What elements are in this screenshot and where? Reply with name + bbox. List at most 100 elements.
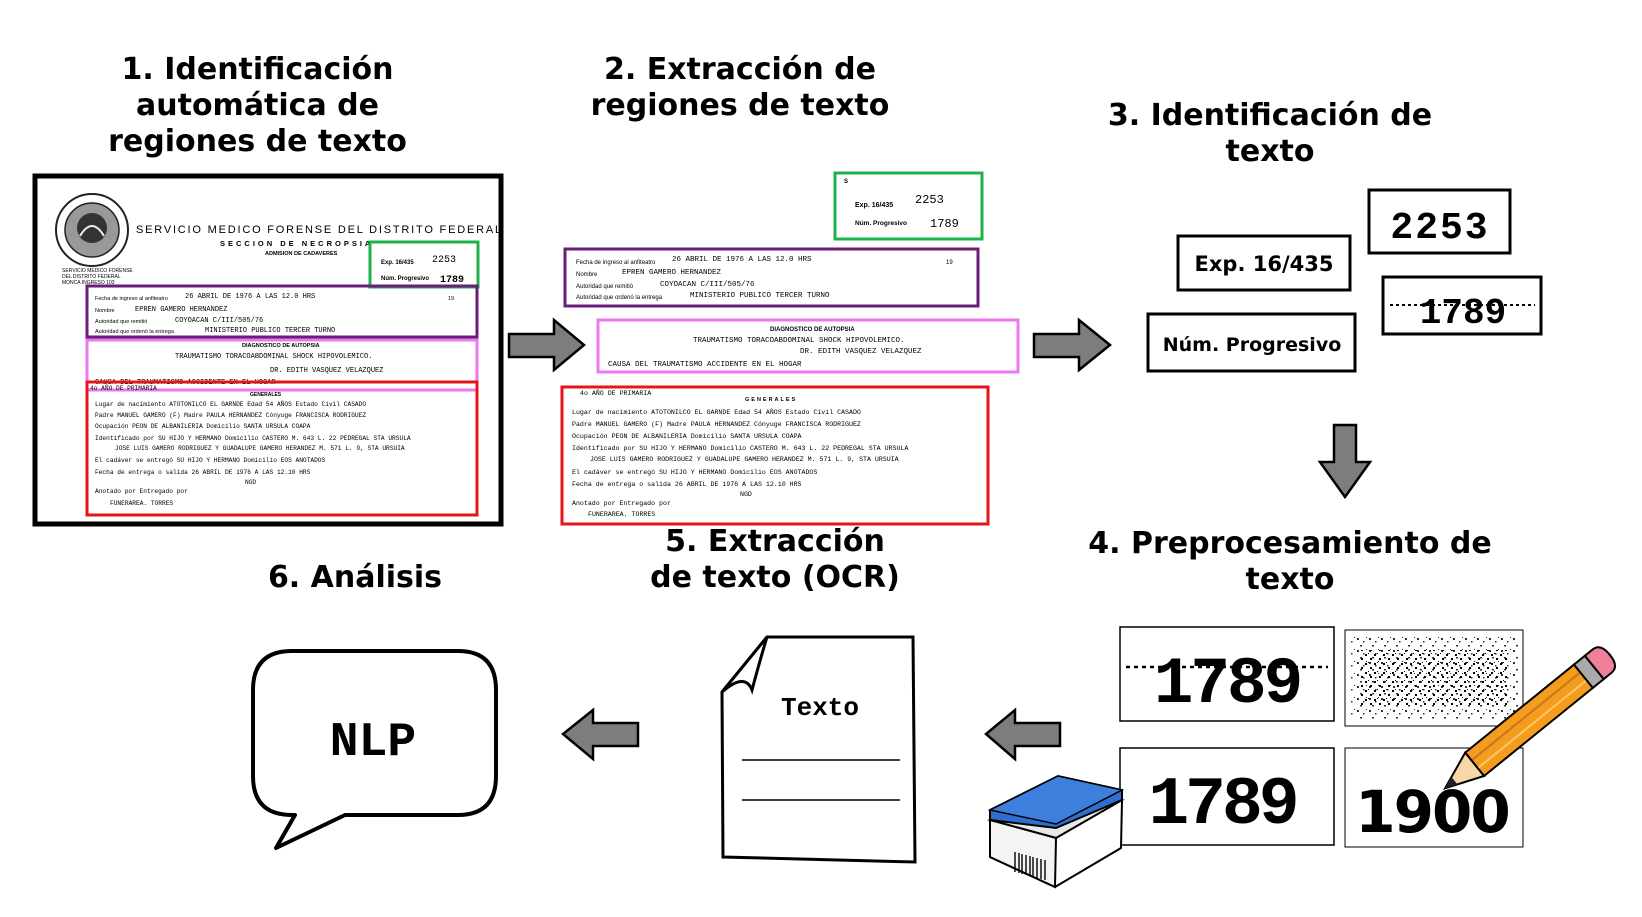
svg-text:2253: 2253	[1390, 207, 1489, 250]
doc-header: SERVICIO MEDICO FORENSE DEL DISTRITO FED…	[136, 224, 503, 236]
svg-text:Autoridad que remitió: Autoridad que remitió	[95, 319, 147, 325]
text-crops: Exp. 16/435 2253 Núm. Progresivo 1789	[1146, 188, 1543, 373]
svg-text:JOSE LUIS GAMERO RODRIGUEZ Y: JOSE LUIS GAMERO RODRIGUEZ Y GUADALUPE G…	[590, 456, 899, 463]
arrow-right-icon	[507, 317, 586, 373]
svg-text:TRAUMATISMO TORACOABDOMINAL: TRAUMATISMO TORACOABDOMINAL SHOCK HIPOVO…	[175, 353, 372, 361]
document-full: SERVICIO MEDICO FORENSE DEL DISTRITO FED…	[32, 173, 504, 527]
svg-text:Padre MANUEL GAMERO (F): Padre MANUEL GAMERO (F) Madre PAULA HERN…	[572, 421, 861, 428]
step-3-title: 3. Identificación de texto	[1107, 98, 1433, 169]
svg-text:1789: 1789	[440, 275, 464, 286]
svg-text:1900: 1900	[1355, 778, 1508, 846]
svg-text:FUNERAREA. TORRES: FUNERAREA. TORRES	[588, 511, 655, 518]
svg-text:S: S	[844, 179, 848, 185]
svg-text:26 ABRIL DE 1976 A LAS 12: 26 ABRIL DE 1976 A LAS 12.0 HRS	[185, 293, 315, 301]
pencil-icon	[1442, 646, 1616, 790]
svg-text:GENERALES: GENERALES	[745, 397, 797, 403]
eraser-icon	[987, 774, 1125, 889]
svg-text:Fecha de entrega o salida 26: Fecha de entrega o salida 26 ABRIL DE 19…	[572, 481, 802, 488]
crop-exp	[1176, 234, 1352, 292]
svg-text:Ocupación PEON DE ALBANILERI: Ocupación PEON DE ALBANILERIA Domicilio …	[572, 433, 802, 440]
svg-text:GENERALES: GENERALES	[250, 392, 282, 398]
svg-text:26 ABRIL DE 1976 A LAS 12: 26 ABRIL DE 1976 A LAS 12.0 HRS	[672, 256, 812, 264]
svg-text:EPREN GAMERO HERNANDEZ: EPREN GAMERO HERNANDEZ	[622, 269, 722, 277]
svg-text:DEL DISTRITO FEDERAL: DEL DISTRITO FEDERAL	[62, 274, 121, 280]
svg-text:Anotado por: Anotado por Entregado por	[95, 488, 188, 495]
preproc-noisy	[1119, 626, 1335, 722]
svg-text:El cadáver se entregó SU HI: El cadáver se entregó SU HIJO Y HERMANO …	[95, 457, 325, 464]
svg-text:Exp. 16/435: Exp. 16/435	[1195, 252, 1334, 276]
region-pink	[85, 338, 479, 392]
seal-caption: SERVICIO MEDICO FORENSE	[62, 268, 133, 274]
svg-text:DR. EDITH VASQUEZ VELAZQUE: DR. EDITH VASQUEZ VELAZQUEZ	[270, 367, 383, 375]
svg-text:Autoridad que ordenó la entreg: Autoridad que ordenó la entrega	[95, 329, 175, 335]
svg-text:Lugar de nacimiento ATOTONIL: Lugar de nacimiento ATOTONILCO EL GARNDE…	[95, 401, 366, 408]
step-4-title: 4. Preprocesamiento de texto	[1088, 526, 1492, 597]
svg-text:Exp. 16/435: Exp. 16/435	[855, 202, 893, 209]
svg-text:TRAUMATISMO TORACOABDOMINAL: TRAUMATISMO TORACOABDOMINAL SHOCK HIPOVO…	[693, 337, 905, 345]
region-purple	[85, 284, 479, 339]
svg-text:4o AÑO DE PRIMARIA: 4o AÑO DE PRIMARIA	[580, 389, 651, 397]
nlp-label: NLP	[330, 716, 416, 770]
svg-text:Anotado por: Anotado por Entregado por	[572, 500, 671, 507]
svg-text:Identificado por SU HIJO Y H: Identificado por SU HIJO Y HERMANO Domic…	[572, 445, 908, 452]
svg-text:Núm. Progresivo: Núm. Progresivo	[1163, 334, 1342, 356]
svg-text:JOSE LUIS GAMERO RODRIGUEZ Y: JOSE LUIS GAMERO RODRIGUEZ Y GUADALUPE G…	[115, 445, 405, 452]
svg-text:Fecha de ingreso al anfiteatro: Fecha de ingreso al anfiteatro	[576, 260, 656, 266]
extracted-red	[560, 385, 990, 526]
svg-text:Autoridad que remitió: Autoridad que remitió	[576, 284, 634, 290]
ocr-text-label: Texto	[781, 693, 859, 723]
svg-text:COYOACAN C/III/505/76: COYOACAN C/III/505/76	[175, 317, 263, 325]
svg-text:1789: 1789	[930, 217, 959, 231]
svg-text:DIAGNOSTICO DE AUTOPSIA: DIAGNOSTICO DE AUTOPSIA	[242, 343, 320, 349]
svg-text:Fecha de entrega o salida 26: Fecha de entrega o salida 26 ABRIL DE 19…	[95, 469, 311, 476]
svg-text:1789: 1789	[1154, 647, 1300, 722]
svg-text:Identificado por SU HIJO Y H: Identificado por SU HIJO Y HERMANO Domic…	[95, 435, 411, 442]
svg-text:1789: 1789	[1420, 293, 1506, 334]
svg-text:Ocupación PEON DE ALBANILERI: Ocupación PEON DE ALBANILERIA Domicilio …	[95, 423, 311, 430]
extracted-regions: S Exp. 16/435 2253 Núm. Progresivo 1789 …	[560, 171, 1020, 526]
svg-text:1789: 1789	[1148, 767, 1295, 844]
svg-text:NGD: NGD	[740, 491, 752, 498]
svg-text:Núm. Progresivo: Núm. Progresivo	[855, 220, 907, 227]
arrow-down-icon	[1317, 423, 1373, 500]
extracted-purple	[563, 247, 980, 308]
svg-text:MINISTERIO PUBLICO TERCER TURN: MINISTERIO PUBLICO TERCER TURNO	[690, 292, 830, 300]
svg-text:2253: 2253	[915, 193, 944, 207]
svg-text:2253: 2253	[432, 255, 456, 266]
svg-text:Fecha de ingreso al anfiteatro: Fecha de ingreso al anfiteatro	[95, 296, 168, 302]
svg-text:Padre MANUEL GAMERO (F): Padre MANUEL GAMERO (F) Madre PAULA HERN…	[95, 412, 366, 419]
svg-text:19: 19	[946, 260, 953, 266]
svg-text:Nombre: Nombre	[576, 272, 598, 278]
crop-prog	[1146, 312, 1357, 373]
svg-text:NGD: NGD	[245, 479, 256, 486]
svg-text:4o AÑO DE PRIMARIA: 4o AÑO DE PRIMARIA	[90, 385, 157, 392]
svg-text:FUNERAREA. TORRES: FUNERAREA. TORRES	[110, 500, 173, 507]
svg-text:El cadáver se entregó SU HI: El cadáver se entregó SU HIJO Y HERMANO …	[572, 469, 817, 476]
extracted-green	[833, 171, 984, 241]
step-5-title: 5. Extracción de texto (OCR)	[650, 524, 900, 595]
seal-icon	[55, 193, 129, 267]
speech-bubble-icon: NLP	[251, 649, 498, 850]
svg-text:MONCA INGRESO 103: MONCA INGRESO 103	[62, 280, 115, 286]
doc-section: SECCION DE NECROPSIA	[220, 239, 373, 248]
svg-text:MINISTERIO PUBLICO TERCER TURN: MINISTERIO PUBLICO TERCER TURNO	[205, 327, 335, 335]
region-red	[85, 380, 479, 517]
red-region-text: 4o AÑO DE PRIMARIA GENERALES Lugar de na…	[90, 385, 411, 507]
svg-text:CAUSA DEL TRAUMATISMO ACCIDE: CAUSA DEL TRAUMATISMO ACCIDENTE EN EL HO…	[608, 361, 802, 369]
arrow-right-icon	[1032, 317, 1112, 373]
arrow-left-icon	[561, 707, 640, 762]
crop-2253	[1367, 188, 1512, 255]
preprocessing-grid: 1789 1789 1900	[987, 626, 1616, 889]
purple-region-text: Fecha de ingreso al anfiteatro 26 ABRIL …	[95, 293, 454, 335]
document-icon: Texto	[720, 635, 917, 864]
svg-text:Exp. 16/435: Exp. 16/435	[381, 260, 414, 266]
step-2-title: 2. Extracción de regiones de texto	[590, 52, 890, 123]
step-1-title: 1. Identificación automática de regiones…	[108, 52, 407, 159]
arrow-left-icon	[984, 707, 1062, 762]
svg-text:DR. EDITH VASQUEZ VELAZQUE: DR. EDITH VASQUEZ VELAZQUEZ	[800, 348, 922, 356]
svg-text:COYOACAN C/III/505/76: COYOACAN C/III/505/76	[660, 281, 755, 289]
step-6-title: 6. Análisis	[267, 560, 443, 595]
doc-subsection: ADMISION DE CADAVERES	[265, 251, 338, 257]
svg-text:EPREN GAMERO HERNANDEZ: EPREN GAMERO HERNANDEZ	[135, 306, 227, 314]
